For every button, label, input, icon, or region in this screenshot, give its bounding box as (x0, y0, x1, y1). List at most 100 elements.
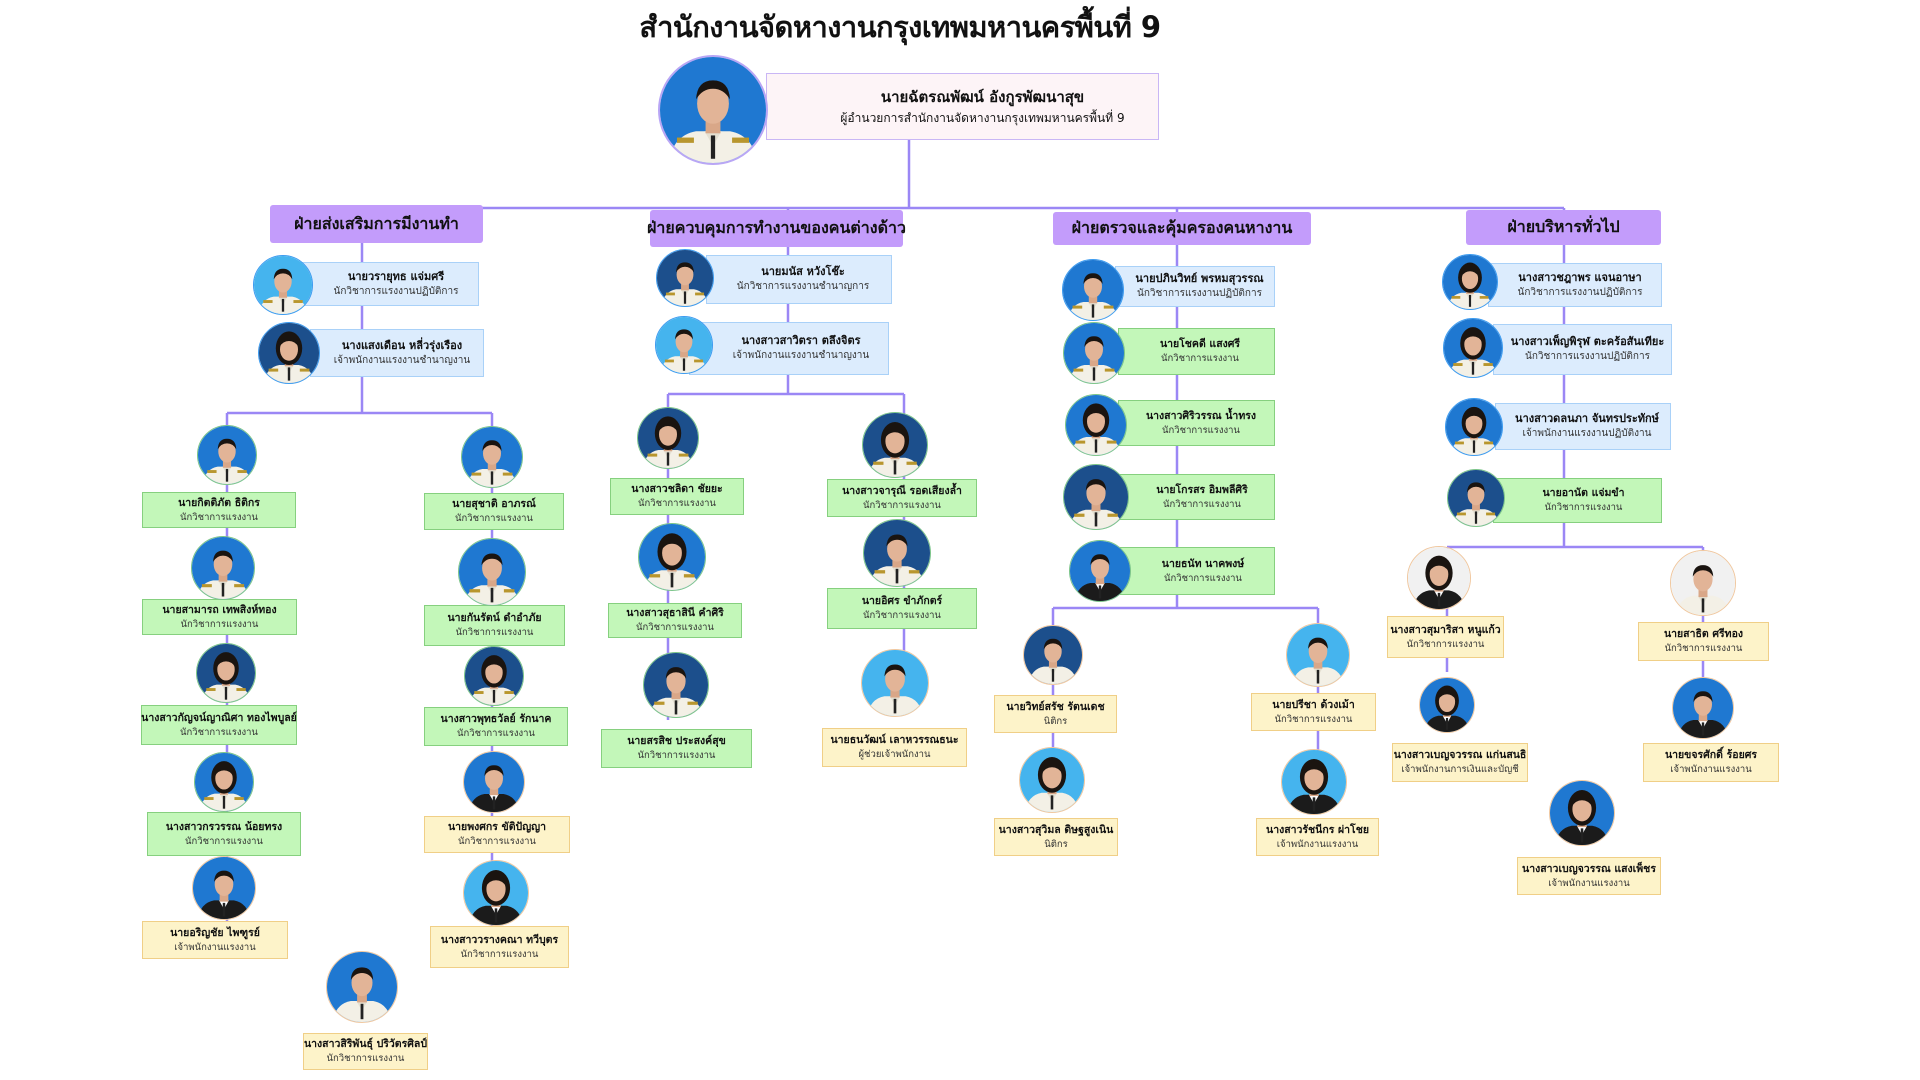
staff-position: นักวิชาการแรงงานปฏิบัติการ (1137, 288, 1262, 300)
staff-position: นักวิชาการแรงงาน (1164, 572, 1242, 584)
staff-card[interactable]: นางสาวสุวิมล ดิษฐสูงเนินนิติกร (994, 818, 1118, 856)
staff-position: เจ้าพนักงานแรงงาน (1670, 764, 1752, 776)
staff-card[interactable]: นายสามารถ เทพสิงห์ทองนักวิชาการแรงงาน (142, 599, 297, 635)
staff-name: นายปรีชา ด้วงเม้า (1272, 698, 1355, 711)
staff-position: นักวิชาการแรงงาน (1664, 643, 1743, 655)
staff-card[interactable]: นายขจรศักดิ์ ร้อยศรเจ้าพนักงานแรงงาน (1643, 743, 1779, 782)
staff-position: นักวิชาการแรงงาน (326, 1053, 405, 1065)
staff-card[interactable]: นายมนัส หวังโช๊ะนักวิชาการแรงงานชำนาญการ (706, 255, 892, 304)
staff-card[interactable]: นายธนัท นาคพงษ์นักวิชาการแรงงาน (1120, 547, 1275, 595)
staff-position: นักวิชาการแรงงาน (1161, 353, 1239, 365)
staff-photo (458, 538, 526, 606)
staff-card[interactable]: นางสาวเบญจวรรณ แสงเพ็ชรเจ้าพนักงานแรงงาน (1517, 857, 1661, 895)
staff-card[interactable]: นางสาวสิริพันธุ์ ปริวัตรศิลป์นักวิชาการแ… (303, 1033, 428, 1070)
staff-name: นายพงศกร ขัติปัญญา (447, 821, 547, 833)
staff-position: นักวิชาการแรงงาน (863, 499, 941, 511)
staff-card[interactable]: นายโชคดี แสงศรีนักวิชาการแรงงาน (1118, 328, 1275, 375)
staff-card[interactable]: นางสาวจารุณี รอดเสียงล้ำนักวิชาการแรงงาน (827, 479, 977, 517)
staff-card[interactable]: นางสาวพุทธวัลย์ รักนาคนักวิชาการแรงงาน (424, 707, 568, 746)
staff-position: นักวิชาการแรงงาน (185, 835, 263, 847)
staff-photo (196, 643, 256, 703)
staff-card[interactable]: นายอริญชัย ไพฑูรย์เจ้าพนักงานแรงงาน (142, 921, 288, 959)
staff-card[interactable]: นายอานัต แจ่มขำนักวิชาการแรงงาน (1493, 478, 1662, 523)
staff-photo (638, 523, 706, 591)
staff-name: นายมนัส หวังโช๊ะ (761, 265, 845, 279)
staff-card[interactable]: นายปภินวิทย์ พรหมสุวรรณนักวิชาการแรงงานป… (1115, 266, 1275, 307)
staff-name: นายอิศร ขำภักตร์ (861, 595, 943, 607)
staff-card[interactable]: นางสาวรัชนีกร ผ่าโชยเจ้าพนักงานแรงงาน (1256, 818, 1379, 856)
staff-card[interactable]: นางแสงเดือน หลี่วรุ่งเรืองเจ้าพนักงานแรง… (310, 329, 484, 377)
staff-photo (1670, 550, 1736, 616)
staff-card[interactable]: นางสาวดลนภา จันทรประทักษ์เจ้าพนักงานแรงง… (1495, 403, 1671, 450)
staff-position: นักวิชาการแรงงาน (455, 627, 534, 639)
staff-card[interactable]: นายกิตติภัต ธิติกรนักวิชาการแรงงาน (142, 492, 296, 528)
staff-position: นักวิชาการแรงงาน (637, 750, 716, 762)
staff-name: นายสุชาติ อาภรณ์ (452, 498, 536, 510)
staff-card[interactable]: นายสรสิช ประสงค์สุขนักวิชาการแรงงาน (601, 729, 752, 768)
staff-card[interactable]: นายกันรัตน์ ดำอำภัยนักวิชาการแรงงาน (424, 605, 565, 646)
staff-position: เจ้าพนักงานแรงงานชำนาญงาน (333, 354, 471, 366)
staff-name: นางสาวกัญจน์ญาณิศา ทองไพบูลย์ (141, 711, 297, 724)
staff-position: นักวิชาการแรงงาน (180, 726, 258, 738)
staff-name: นางสาวสุวิมล ดิษฐสูงเนิน (998, 823, 1114, 836)
staff-name: นางสาวเพ็ญพิรุฬ ตะคร้อสันเทียะ (1510, 335, 1665, 349)
staff-card[interactable]: นางสาวเพ็ญพิรุฬ ตะคร้อสันเทียะนักวิชาการ… (1493, 324, 1672, 375)
director-photo-image (660, 57, 766, 163)
director-card[interactable]: นายฉัตรณพัฒน์ อังกูรพัฒนาสุข ผู้อำนวยการ… (766, 73, 1159, 140)
department-header[interactable]: ฝ่ายควบคุมการทำงานของคนต่างด้าว (647, 210, 906, 247)
staff-name: นายสรสิช ประสงค์สุข (627, 735, 726, 747)
staff-card[interactable]: นายธนวัฒน์ เลาหวรรณธนะผู้ช่วยเจ้าพนักงาน (822, 728, 967, 767)
staff-card[interactable]: นางสาวศิริวรรณ น้ำทรงนักวิชาการแรงงาน (1118, 400, 1275, 446)
staff-photo (253, 255, 313, 315)
staff-position: นักวิชาการแรงงาน (1162, 424, 1240, 436)
staff-photo (1443, 318, 1503, 378)
staff-photo (194, 752, 254, 812)
department-header[interactable]: ฝ่ายส่งเสริมการมีงานทำ (270, 205, 483, 243)
staff-name: นายธนวัฒน์ เลาหวรรณธนะ (830, 734, 959, 746)
staff-photo (191, 536, 255, 600)
staff-card[interactable]: นายสุชาติ อาภรณ์นักวิชาการแรงงาน (424, 493, 564, 530)
staff-position: นิติกร (1043, 715, 1068, 727)
staff-card[interactable]: นายโกรสร อิมพลีศิรินักวิชาการแรงงาน (1118, 474, 1275, 520)
staff-card[interactable]: นางสาววรางคณา ทวีบุตรนักวิชาการแรงงาน (430, 926, 569, 968)
staff-position: นักวิชาการแรงงาน (863, 610, 941, 622)
staff-position: เจ้าพนักงานแรงงานชำนาญงาน (732, 350, 870, 362)
staff-card[interactable]: นางสาวสุมาริสา หนูแก้วนักวิชาการแรงงาน (1387, 616, 1504, 658)
staff-name: นางสาวสุธาสินี คำศิริ (626, 607, 724, 619)
staff-card[interactable]: นายวรายุทธ แจ่มศรีนักวิชาการแรงงานปฏิบัต… (300, 262, 479, 306)
staff-photo (1065, 394, 1127, 456)
director-photo (658, 55, 768, 165)
staff-position: นักวิชาการแรงงาน (180, 618, 259, 630)
staff-name: นางสาวเบญจวรรณ แก่นสนธิ (1393, 749, 1527, 761)
staff-card[interactable]: นางสาวชฎาพร แจนอาษานักวิชาการแรงงานปฏิบั… (1488, 263, 1662, 307)
staff-photo (1442, 254, 1498, 310)
staff-card[interactable]: นายอิศร ขำภักตร์นักวิชาการแรงงาน (827, 588, 977, 629)
staff-card[interactable]: นายสาธิต ศรีทองนักวิชาการแรงงาน (1638, 622, 1769, 661)
staff-card[interactable]: นายพงศกร ขัติปัญญานักวิชาการแรงงาน (424, 816, 570, 853)
staff-position: นักวิชาการแรงงานปฏิบัติการ (333, 285, 459, 297)
staff-card[interactable]: นางสาวเบญจวรรณ แก่นสนธิเจ้าพนักงานการเงิ… (1392, 743, 1528, 782)
department-header[interactable]: ฝ่ายตรวจและคุ้มครองคนหางาน (1053, 212, 1311, 245)
staff-photo (258, 322, 320, 384)
staff-card[interactable]: นายปรีชา ด้วงเม้านักวิชาการแรงงาน (1251, 693, 1376, 731)
department-header[interactable]: ฝ่ายบริหารทั่วไป (1466, 210, 1661, 245)
staff-name: นางสาวศิริวรรณ น้ำทรง (1145, 409, 1257, 422)
staff-card[interactable]: นายวิทย์สรัช รัตนเดชนิติกร (994, 695, 1117, 733)
staff-name: นางสาวสิริพันธุ์ ปริวัตรศิลป์ (303, 1038, 428, 1050)
staff-card[interactable]: นางสาวชลิดา ชัยยะนักวิชาการแรงงาน (610, 478, 744, 515)
staff-card[interactable]: นางสาวสาวิตรา ตลึงจิตรเจ้าพนักงานแรงงานช… (689, 322, 889, 375)
staff-photo (861, 649, 929, 717)
staff-name: นางสาวสาวิตรา ตลึงจิตร (741, 334, 861, 348)
staff-photo (862, 412, 928, 478)
staff-photo (1419, 677, 1475, 733)
staff-name: นางแสงเดือน หลี่วรุ่งเรือง (341, 338, 463, 352)
staff-card[interactable]: นางสาวกัญจน์ญาณิศา ทองไพบูลย์นักวิชาการแ… (141, 705, 297, 745)
staff-position: นักวิชาการแรงงาน (457, 728, 535, 740)
staff-name: นางสาวชลิดา ชัยยะ (631, 483, 723, 495)
staff-card[interactable]: นางสาวสุธาสินี คำศิรินักวิชาการแรงงาน (608, 603, 742, 638)
staff-name: นางสาวพุทธวัลย์ รักนาค (440, 713, 552, 725)
staff-photo (1407, 546, 1471, 610)
staff-card[interactable]: นางสาวกรวรรณ น้อยทรงนักวิชาการแรงงาน (147, 812, 301, 856)
staff-photo (197, 425, 257, 485)
staff-photo (1447, 469, 1505, 527)
